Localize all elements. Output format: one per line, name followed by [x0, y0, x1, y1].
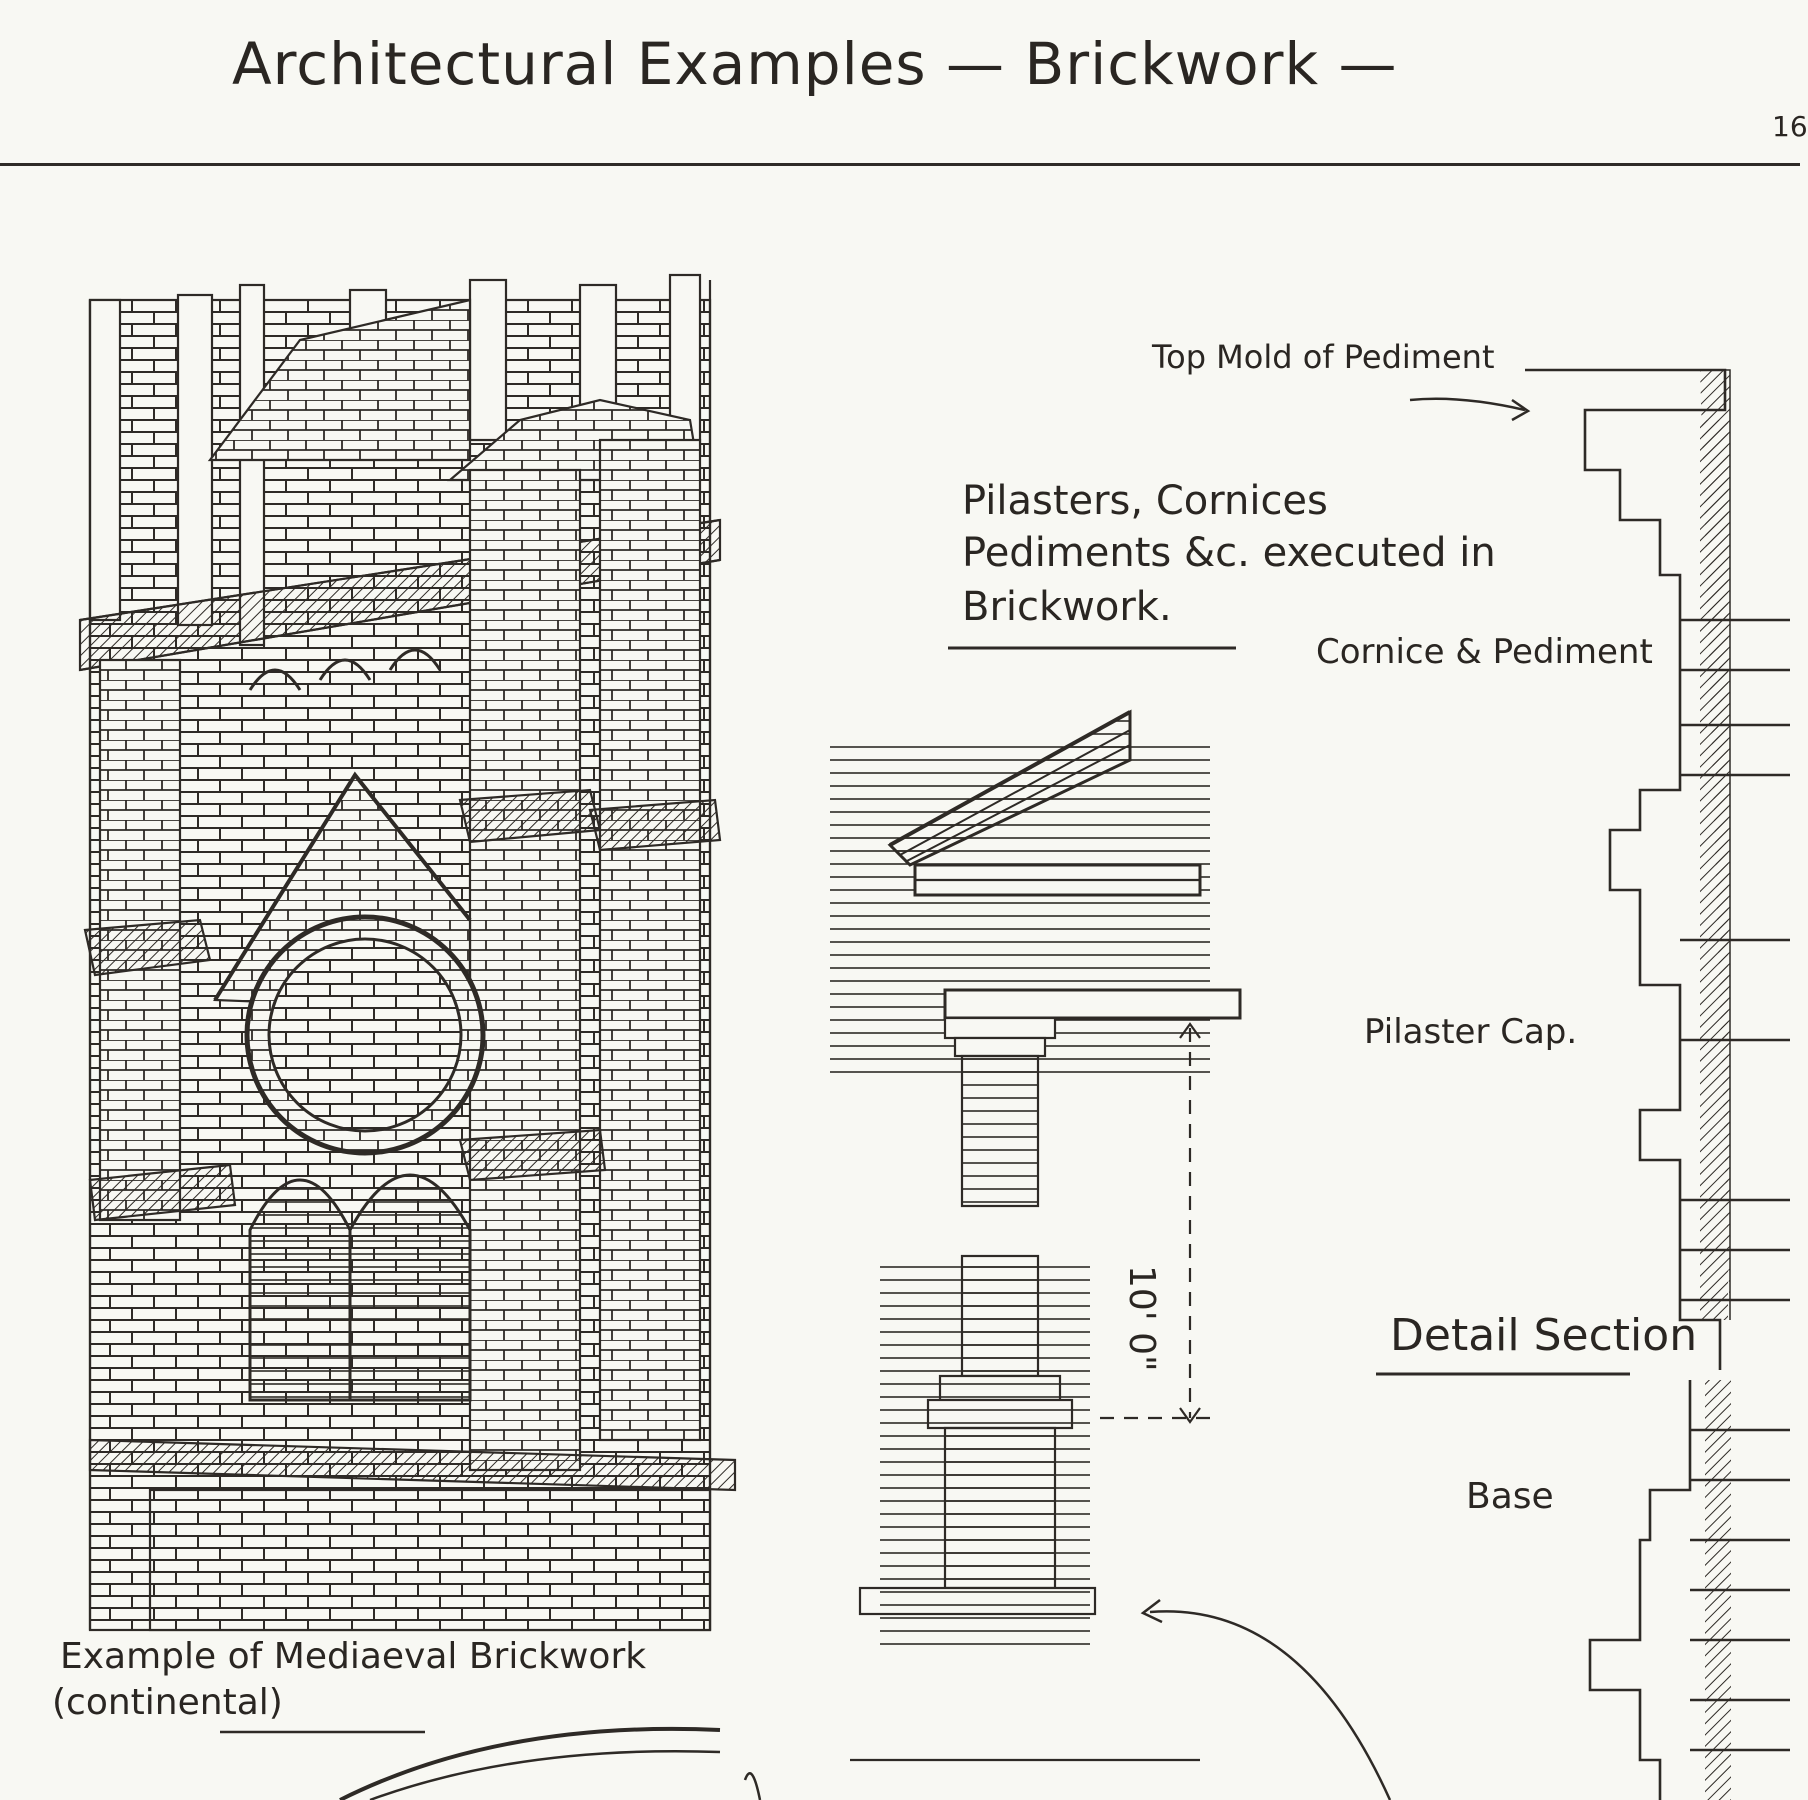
header-divider	[0, 163, 1800, 166]
leader-arrow	[1149, 1610, 1392, 1800]
mediaeval-brickwork-sketch	[78, 273, 737, 1632]
mediaeval-caption-line2: (continental)	[52, 1682, 283, 1723]
mediaeval-caption-line1: Example of Mediaeval Brickwork	[60, 1636, 647, 1677]
cornice-pediment-label: Cornice & Pediment	[1316, 632, 1653, 672]
dimension-label: 10' 0"	[1121, 1265, 1162, 1372]
pediment-elevation	[830, 709, 1242, 1762]
bottom-arch-fragment	[339, 1726, 721, 1800]
pilasters-caption-line1: Pilasters, Cornices	[962, 478, 1328, 524]
pilasters-caption-line2: Pediments &c. executed in	[962, 530, 1496, 576]
detail-section-label: Detail Section	[1390, 1310, 1698, 1361]
page-title: Architectural Examples — Brickwork —	[232, 30, 1398, 98]
page-number: 16	[1772, 110, 1808, 143]
pilaster-cap-label: Pilaster Cap.	[1364, 1012, 1578, 1052]
top-mold-label: Top Mold of Pediment	[1152, 338, 1495, 376]
top-mold-arrow	[1409, 397, 1526, 412]
pilasters-caption-line3: Brickwork.	[962, 584, 1172, 630]
base-label: Base	[1466, 1476, 1554, 1517]
detail-section-profile	[1525, 368, 1790, 1800]
